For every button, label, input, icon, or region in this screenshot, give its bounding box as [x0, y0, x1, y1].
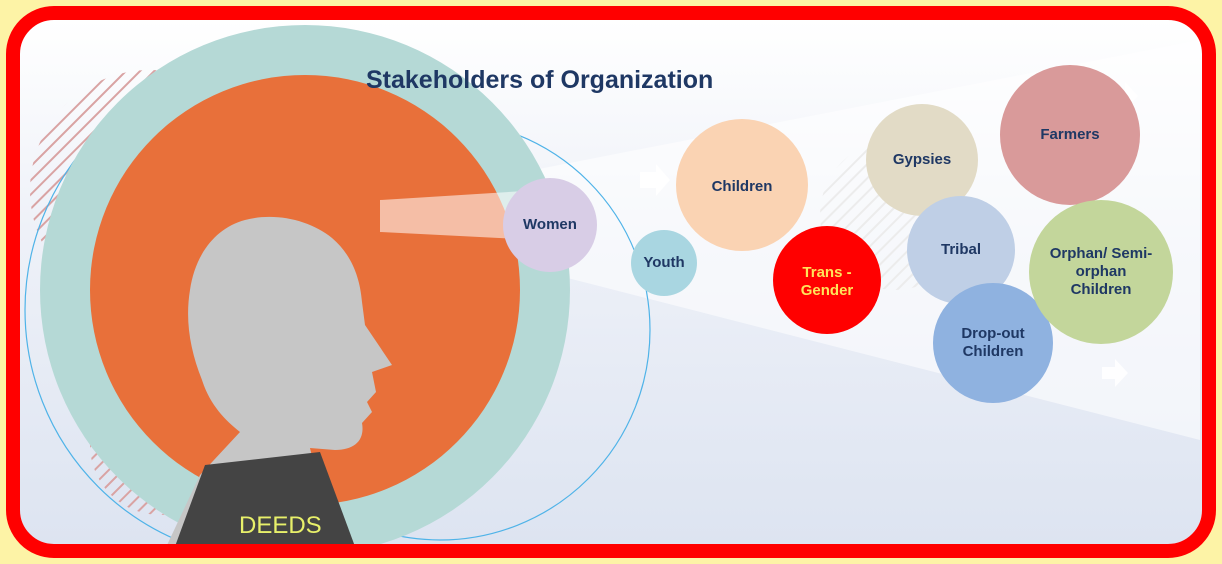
bubble-trans-gender — [773, 226, 881, 334]
stakeholder-label-women: Women — [523, 216, 577, 233]
bubble-children — [676, 119, 808, 251]
stakeholder-label-youth: Youth — [643, 254, 685, 271]
stakeholder-label-gypsies: Gypsies — [892, 151, 952, 168]
stakeholder-label-tribal: Tribal — [940, 241, 982, 258]
shirt — [175, 452, 355, 544]
stakeholder-label-farmers: Farmers — [1040, 126, 1100, 143]
arrow-icon-3 — [1102, 359, 1128, 387]
bubble-gypsies — [866, 104, 978, 216]
bubble-farmers — [1000, 65, 1140, 205]
person-silhouette — [167, 216, 392, 544]
slide-frame: Stakeholders of Organization Women Youth… — [6, 6, 1216, 558]
bubble-drop-out — [933, 283, 1053, 403]
organization-label: DEEDS — [239, 512, 322, 539]
page-title: Stakeholders of Organization — [366, 66, 714, 94]
bubble-youth — [631, 230, 697, 296]
stakeholder-label-drop-out: Drop-out Children — [961, 325, 1025, 360]
arrow-icon-1 — [640, 164, 670, 196]
stakeholder-label-trans-gender: Trans - Gender — [800, 264, 854, 299]
vision-beam-front — [380, 190, 540, 240]
bubble-women — [503, 178, 597, 272]
illustration — [24, 25, 1200, 544]
stakeholder-label-children: Children — [711, 178, 773, 195]
bubble-orphan — [1029, 200, 1173, 344]
stakeholder-label-orphan: Orphan/ Semi-orphan Children — [1049, 245, 1153, 298]
bubble-tribal — [907, 196, 1015, 304]
